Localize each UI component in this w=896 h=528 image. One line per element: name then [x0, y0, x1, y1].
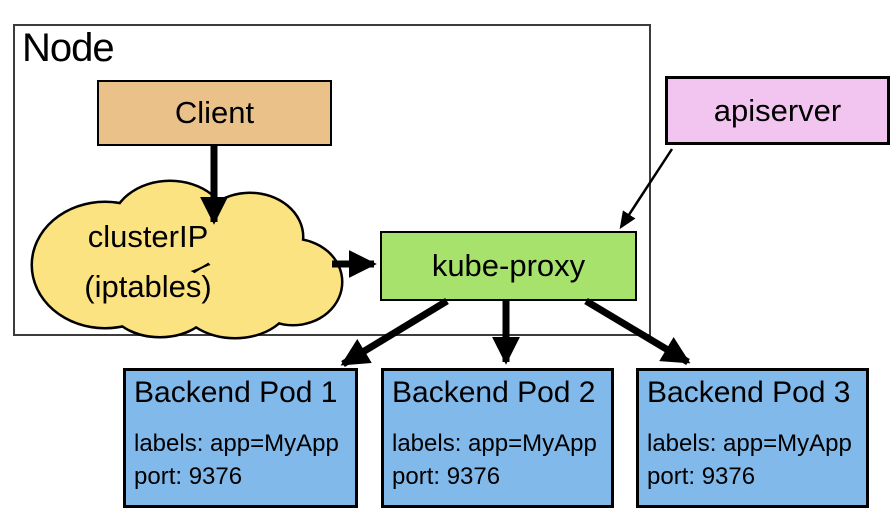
kube-proxy-box: kube-proxy	[380, 231, 637, 301]
apiserver-label: apiserver	[713, 92, 842, 128]
backend-pod-3: Backend Pod 3 labels: app=MyApp port: 93…	[636, 368, 869, 508]
cluster-ip-line2: (iptables)	[84, 269, 212, 304]
pod-3-title: Backend Pod 3	[647, 376, 851, 409]
pod-1-labels: labels: app=MyApp	[134, 430, 339, 457]
pod-2-port: port: 9376	[392, 463, 501, 490]
client-label: Client	[174, 95, 255, 130]
client-box: Client	[97, 80, 332, 146]
backend-pod-1: Backend Pod 1 labels: app=MyApp port: 93…	[123, 368, 358, 508]
pod-3-labels: labels: app=MyApp	[647, 430, 852, 457]
backend-pod-2: Backend Pod 2 labels: app=MyApp port: 93…	[381, 368, 614, 508]
apiserver-box: apiserver	[665, 76, 890, 145]
pod-2-title: Backend Pod 2	[392, 376, 596, 409]
pod-1-title: Backend Pod 1	[134, 376, 338, 409]
pod-2-labels: labels: app=MyApp	[392, 430, 597, 457]
cluster-ip-line1: clusterIP	[87, 219, 209, 254]
node-label: Node	[22, 26, 115, 70]
pod-1-port: port: 9376	[134, 463, 243, 490]
pod-3-port: port: 9376	[647, 463, 756, 490]
cluster-ip-label: clusterIP (iptables)	[18, 212, 278, 312]
kube-proxy-label: kube-proxy	[431, 248, 586, 283]
